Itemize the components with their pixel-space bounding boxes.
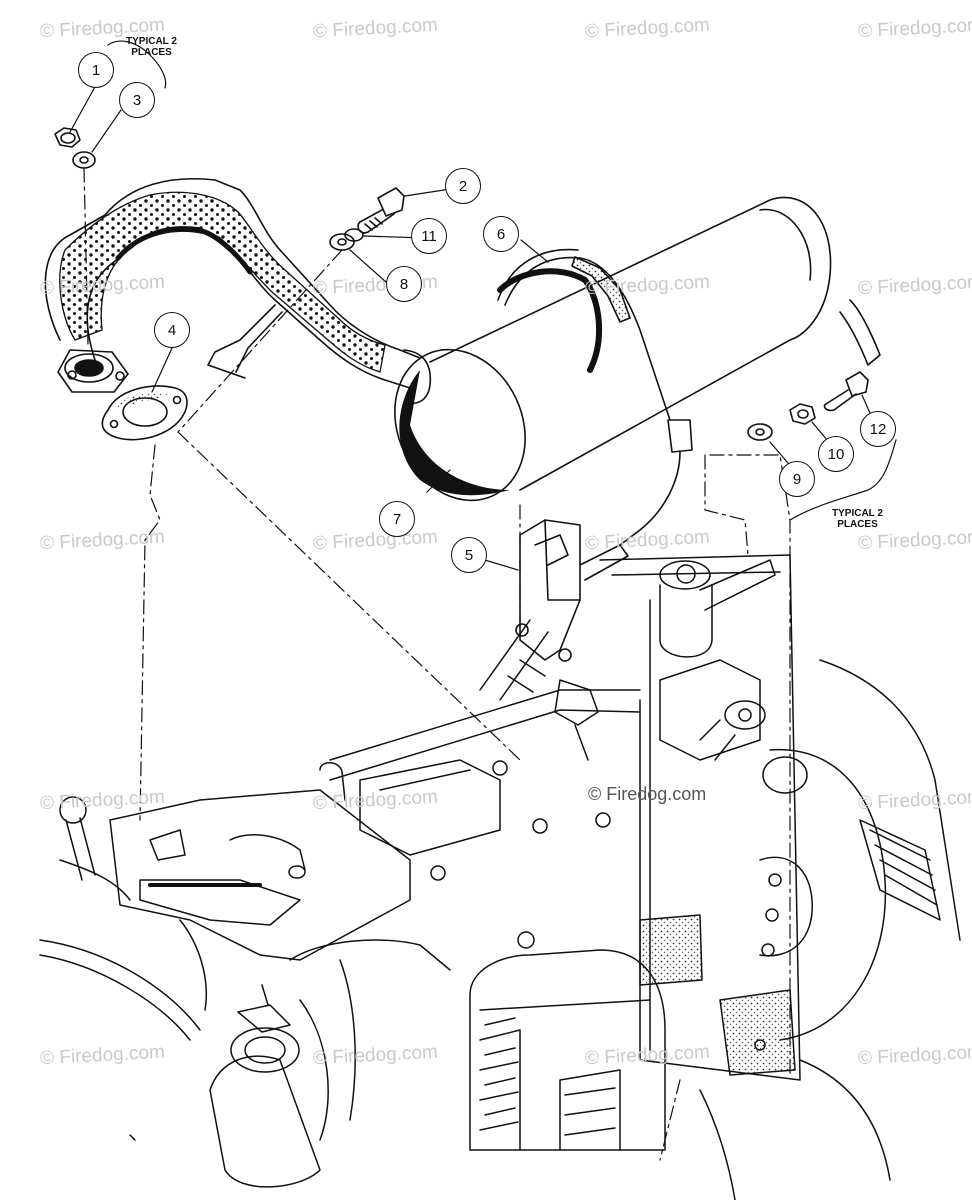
- assembly-lines: [83, 167, 791, 1161]
- typical-note-top-text: TYPICAL 2 PLACES: [126, 36, 177, 58]
- nut-part-1: [54, 127, 81, 148]
- callout-7: 7: [379, 501, 415, 537]
- typical-brace-right: [789, 439, 897, 521]
- callout-4: 4: [154, 312, 190, 348]
- callout-6: 6: [483, 216, 519, 252]
- nut-part-10: [789, 403, 816, 425]
- exhaust-header-pipe: [44, 177, 432, 404]
- typical-note-right: TYPICAL 2 PLACES: [832, 508, 883, 530]
- lock-washer-part-3: [72, 151, 96, 169]
- washer-part-9: [747, 423, 773, 441]
- callout-2: 2: [445, 168, 481, 204]
- typical-note-right-text: TYPICAL 2 PLACES: [832, 508, 883, 530]
- callout-10: 10: [818, 436, 854, 472]
- callout-12: 12: [860, 411, 896, 447]
- bolt-part-2: [357, 187, 405, 234]
- callout-11: 11: [411, 218, 447, 254]
- typical-note-top: TYPICAL 2 PLACES: [126, 36, 177, 58]
- bolt-part-12: [823, 371, 869, 412]
- engine-assembly: [39, 554, 961, 1200]
- callout-1: 1: [78, 52, 114, 88]
- callout-9: 9: [779, 461, 815, 497]
- leader-lines: [69, 84, 875, 571]
- muffler-bracket: [515, 519, 629, 662]
- flat-washer-part-8: [329, 233, 355, 251]
- callout-3: 3: [119, 82, 155, 118]
- header-bracket: [207, 304, 283, 379]
- callout-5: 5: [451, 537, 487, 573]
- callout-8: 8: [386, 266, 422, 302]
- typical-brace-top: [107, 40, 167, 89]
- exhaust-gasket: [101, 385, 188, 441]
- muffler-clamp-band: [497, 248, 693, 546]
